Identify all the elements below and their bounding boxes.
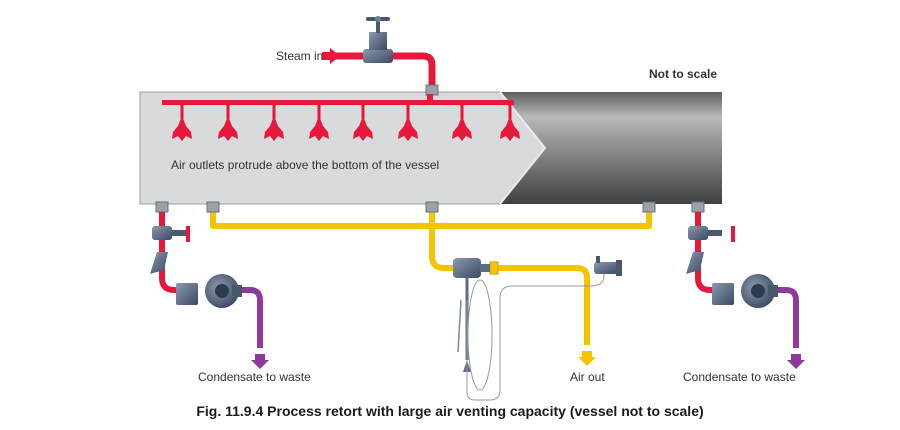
figure-caption: Fig. 11.9.4 Process retort with large ai… [196, 403, 703, 419]
air-vent-pipework [206, 201, 656, 366]
steam-sprayer-icon [398, 105, 418, 141]
steam-sprayer-icon [264, 105, 284, 141]
steam-in-label: Steam in [276, 49, 323, 63]
steam-supply-line [322, 48, 439, 96]
left-strainer [150, 252, 168, 274]
steam-sprayer-icon [353, 105, 373, 141]
capillary-tube [466, 285, 590, 401]
steam-sprayer-icon [309, 105, 329, 141]
steam-sprayer-icon [452, 105, 472, 141]
condensate-arrow-right-icon [787, 354, 805, 369]
steam-sprayer-icon [172, 105, 192, 141]
right-steam-trap [712, 274, 778, 308]
right-strainer [686, 252, 704, 274]
condensate-right-label: Condensate to waste [683, 370, 796, 384]
steam-distribution-pipe [162, 94, 514, 105]
condensate-left-label: Condensate to waste [198, 370, 311, 384]
air-out-arrow-icon [578, 351, 596, 366]
vessel-cutaway [139, 91, 546, 205]
steam-sprayers [172, 105, 520, 141]
left-drain-line [155, 201, 269, 369]
retort-vessel [139, 91, 722, 205]
right-drain-line [691, 201, 805, 369]
not-to-scale-label: Not to scale [649, 67, 717, 81]
air-outlets-label: Air outlets protrude above the bottom of… [171, 158, 439, 172]
steam-in-arrow-icon [322, 48, 340, 64]
steam-isolation-valve [363, 16, 393, 63]
air-vent-valve [453, 258, 605, 401]
air-out-label: Air out [570, 370, 605, 384]
steam-sprayer-icon [218, 105, 238, 141]
steam-sprayer-icon [500, 105, 520, 141]
right-isolation-valve [688, 226, 735, 242]
left-steam-trap [176, 274, 242, 308]
condensate-arrow-left-icon [251, 354, 269, 369]
left-isolation-valve [152, 226, 190, 242]
air-vent-actuator [594, 256, 622, 276]
steam-inlet-fitting [425, 84, 439, 96]
